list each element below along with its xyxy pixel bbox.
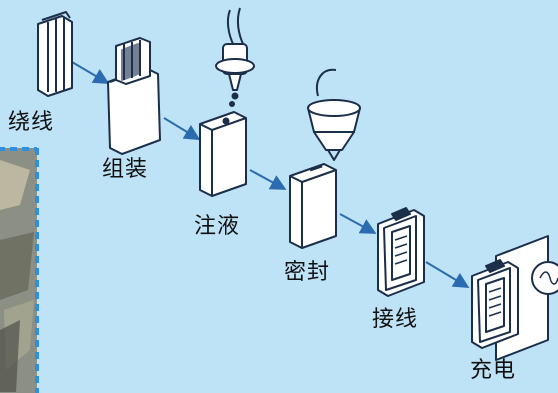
step-label-winding: 绕线: [8, 110, 55, 135]
step-label-assembly: 组装: [102, 157, 149, 182]
wound-cell-icon: [37, 11, 73, 97]
step-label-wiring: 接线: [372, 307, 419, 332]
assembled-cell-icon: [107, 37, 161, 155]
flow-arrows: [71, 61, 470, 289]
step-label-injection: 注液: [194, 214, 241, 239]
wiring-icon: [377, 207, 425, 297]
charging-icon: [471, 235, 558, 361]
sealing-icon: [289, 68, 361, 249]
step-label-charging: 充电: [470, 358, 517, 383]
step-label-sealing: 密封: [284, 260, 331, 285]
electrolyte-injection-icon: [199, 7, 255, 197]
photo-inset: [0, 147, 39, 393]
